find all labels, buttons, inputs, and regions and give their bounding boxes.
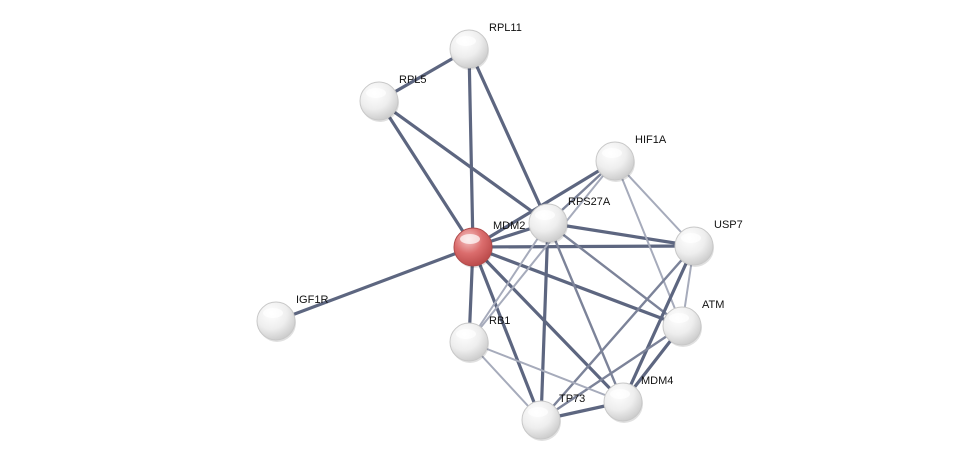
- node-sphere[interactable]: [528, 203, 568, 243]
- node-rb1[interactable]: [449, 322, 489, 363]
- node-label-igf1r: IGF1R: [296, 294, 328, 306]
- node-highlight: [366, 88, 386, 98]
- node-hif1a[interactable]: [595, 141, 635, 182]
- node-sphere[interactable]: [521, 400, 561, 440]
- node-highlight: [528, 407, 548, 417]
- edge-mdm4-rb1[interactable]: [468, 341, 624, 403]
- edge-rps27a-tp73[interactable]: [539, 221, 550, 422]
- edge-mdm2-tp73[interactable]: [471, 245, 543, 422]
- node-highlight: [681, 233, 701, 243]
- node-label-rpl5: RPL5: [399, 74, 427, 86]
- node-rpl5[interactable]: [359, 81, 399, 122]
- node-highlight: [669, 313, 689, 323]
- edge-rpl11-rps27a[interactable]: [467, 47, 550, 225]
- node-sphere[interactable]: [662, 306, 702, 346]
- edge-rps27a-atm[interactable]: [546, 221, 684, 328]
- node-atm[interactable]: [662, 306, 702, 347]
- edge-hif1a-rb1[interactable]: [468, 160, 616, 343]
- edge-layer: [274, 47, 696, 422]
- edge-mdm2-usp7[interactable]: [471, 244, 696, 249]
- node-label-tp73: TP73: [559, 393, 585, 405]
- node-sphere[interactable]: [359, 81, 399, 121]
- node-label-mdm2: MDM2: [493, 220, 525, 232]
- edge-rps27a-rb1[interactable]: [468, 222, 549, 343]
- edge-mdm2-mdm4[interactable]: [471, 245, 625, 404]
- edge-usp7-tp73[interactable]: [539, 244, 696, 422]
- node-mdm2[interactable]: [453, 227, 493, 268]
- node-mdm4[interactable]: [603, 382, 643, 423]
- node-igf1r[interactable]: [256, 301, 296, 342]
- node-tp73[interactable]: [521, 400, 561, 441]
- edge-rpl5-rps27a[interactable]: [377, 99, 550, 225]
- edge-mdm2-rpl11[interactable]: [467, 47, 475, 249]
- node-sphere[interactable]: [453, 227, 493, 267]
- node-label-rb1: RB1: [489, 315, 510, 327]
- node-highlight: [610, 389, 630, 399]
- node-sphere[interactable]: [674, 226, 714, 266]
- node-sphere[interactable]: [449, 29, 489, 69]
- edge-mdm2-atm[interactable]: [471, 245, 684, 328]
- node-label-mdm4: MDM4: [641, 375, 673, 387]
- node-highlight: [535, 210, 555, 220]
- node-label-atm: ATM: [702, 299, 724, 311]
- node-label-rpl11: RPL11: [489, 22, 522, 34]
- node-highlight: [456, 36, 476, 46]
- node-label-usp7: USP7: [714, 219, 743, 231]
- edge-atm-tp73[interactable]: [539, 324, 684, 422]
- node-highlight: [460, 234, 480, 244]
- node-layer: [256, 29, 714, 441]
- edge-rps27a-usp7[interactable]: [546, 221, 696, 248]
- node-highlight: [456, 329, 476, 339]
- node-rps27a[interactable]: [528, 203, 568, 244]
- edge-usp7-mdm4[interactable]: [621, 244, 696, 404]
- node-rpl11[interactable]: [449, 29, 489, 70]
- node-usp7[interactable]: [674, 226, 714, 267]
- node-sphere[interactable]: [256, 301, 296, 341]
- node-sphere[interactable]: [603, 382, 643, 422]
- node-highlight: [263, 308, 283, 318]
- node-highlight: [602, 148, 622, 158]
- node-sphere[interactable]: [595, 141, 635, 181]
- edge-mdm2-rpl5[interactable]: [377, 99, 475, 249]
- node-sphere[interactable]: [449, 322, 489, 362]
- edge-mdm2-igf1r[interactable]: [274, 245, 475, 323]
- edge-rps27a-mdm4[interactable]: [546, 221, 625, 404]
- node-label-hif1a: HIF1A: [635, 134, 667, 146]
- node-label-rps27a: RPS27A: [568, 196, 611, 208]
